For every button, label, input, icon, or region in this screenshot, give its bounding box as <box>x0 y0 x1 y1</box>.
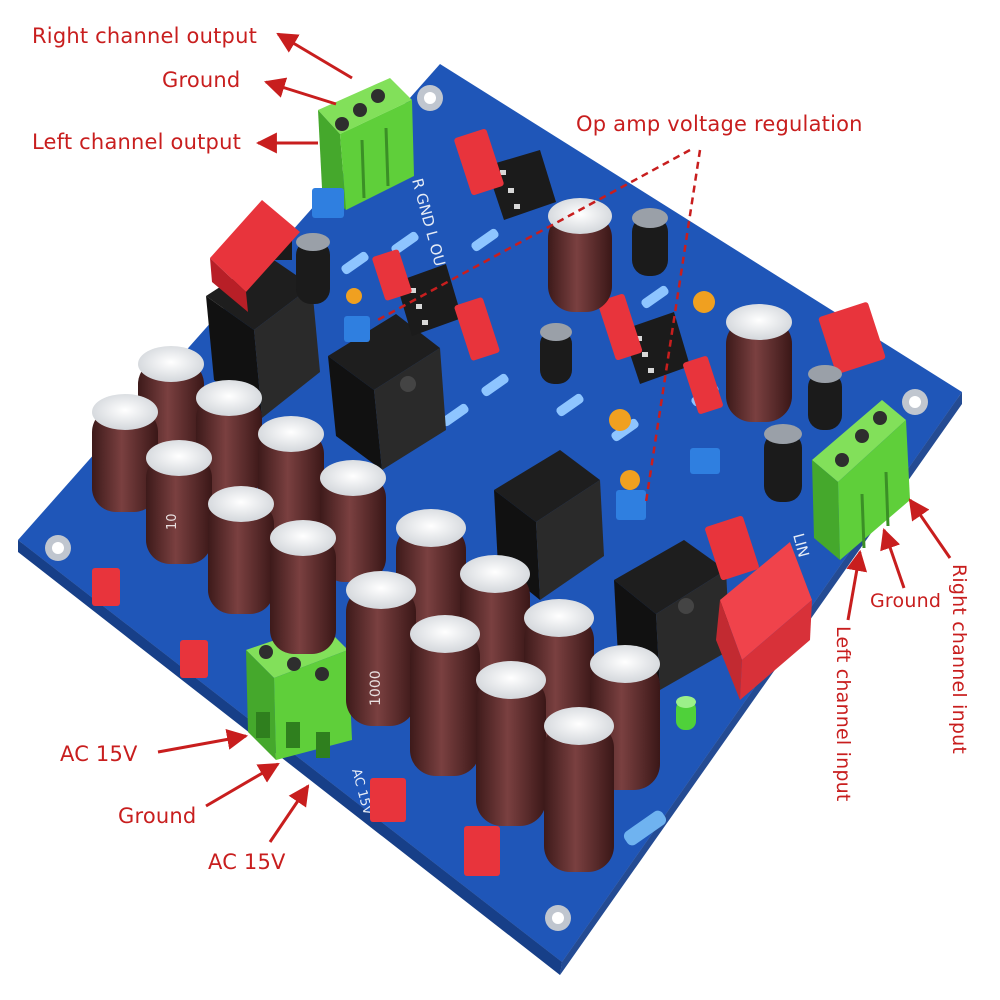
label-ac-15v-top: AC 15V <box>60 742 138 766</box>
label-left-channel-output: Left channel output <box>32 130 242 154</box>
arrow-ac-top <box>157 729 249 754</box>
label-left-channel-input: Left channel input <box>832 626 854 802</box>
arrow-left-input <box>846 549 868 621</box>
regulator-capacitors <box>548 198 792 422</box>
silk-input: LIN <box>789 531 813 559</box>
mounting-holes <box>45 85 928 931</box>
label-opamp-voltage-regulation: Op amp voltage regulation <box>576 112 863 136</box>
arrow-ground-right <box>880 528 906 589</box>
annotation-arrows <box>157 32 952 843</box>
input-terminal-block <box>812 400 910 560</box>
label-ground-right: Ground <box>870 590 942 612</box>
filter-capacitors-center: 1000 <box>346 509 660 872</box>
arrow-ac-bottom <box>268 784 310 843</box>
green-led <box>676 696 696 730</box>
label-ac-15v-bottom: AC 15V <box>208 850 286 874</box>
arrow-right-input <box>908 498 952 559</box>
small-resistors <box>341 228 719 846</box>
output-terminal-block <box>318 78 414 210</box>
arrow-right-output <box>276 32 353 80</box>
ceramic-capacitors <box>346 288 715 490</box>
small-electrolytic-capacitors <box>296 208 842 502</box>
arrow-ground-bottom <box>205 762 280 808</box>
trimmer-potentiometers <box>312 188 720 520</box>
label-right-channel-output: Right channel output <box>32 24 258 48</box>
film-capacitors <box>92 128 886 876</box>
arrow-ground-top <box>263 77 337 106</box>
label-ground-top: Ground <box>162 68 241 92</box>
cap-value-large: 1000 <box>368 670 384 706</box>
heatsinks <box>206 226 730 690</box>
cap-value-small: 10 <box>165 513 180 530</box>
filter-capacitors-left: 10 <box>92 346 386 654</box>
label-right-channel-input: Right channel input <box>948 564 970 754</box>
label-ground-bottom: Ground <box>118 804 197 828</box>
opamp-chips <box>396 150 690 384</box>
